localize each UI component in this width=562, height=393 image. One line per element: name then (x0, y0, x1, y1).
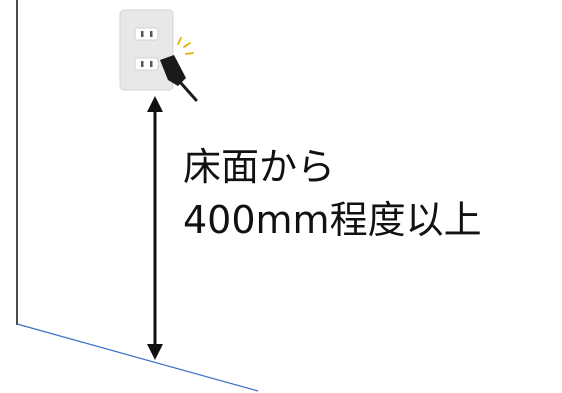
annotation-line-2: 400mm程度以上 (183, 198, 482, 242)
height-arrow-bottom-head (147, 344, 163, 360)
height-arrow-top-head (147, 96, 163, 112)
spark-icon (177, 37, 194, 55)
height-arrow (147, 96, 163, 360)
annotation-line-1: 床面から (183, 145, 336, 189)
power-plug-icon (160, 55, 198, 102)
floor-line (16, 323, 259, 392)
wall-outlet-icon (119, 9, 174, 91)
